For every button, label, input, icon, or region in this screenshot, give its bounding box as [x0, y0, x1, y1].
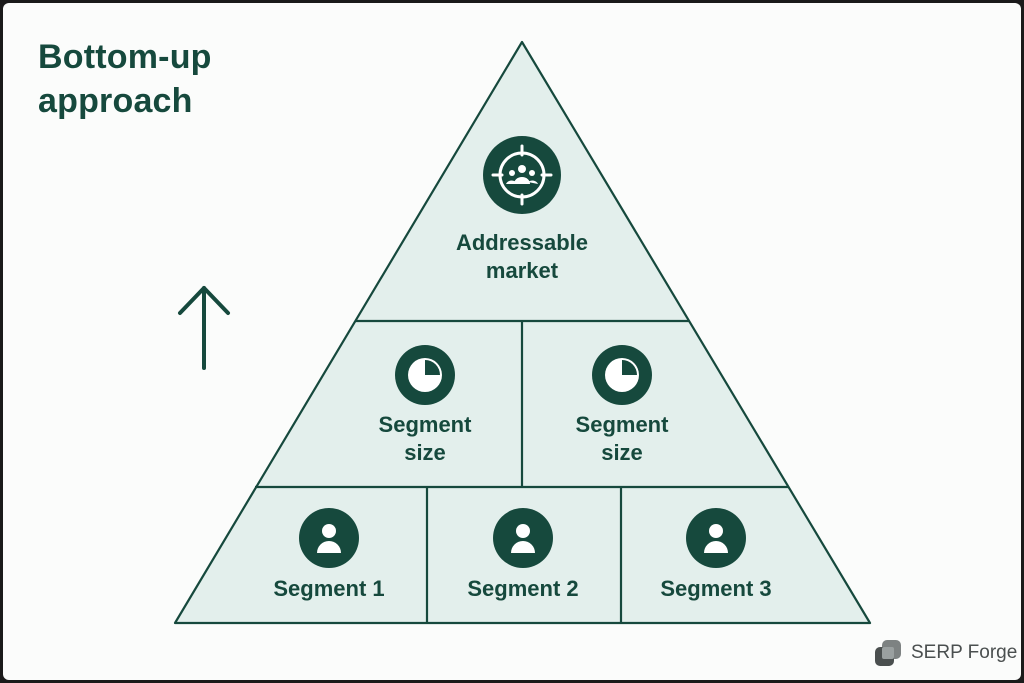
pie-chart-icon [592, 345, 652, 405]
pyramid-diagram [173, 40, 872, 625]
segment-size-label: Segment size [575, 412, 669, 465]
target-group-icon [483, 136, 561, 214]
brand-name: SERP Forge [911, 642, 1018, 663]
arrow-up-icon [178, 286, 230, 370]
addressable-market-label: Addressable market [455, 230, 589, 283]
segment-2-label: Segment 2 [467, 576, 579, 601]
slide-frame: Bottom-up approach [3, 3, 1021, 680]
person-icon [299, 508, 359, 568]
segment-size-label: Segment size [378, 412, 472, 465]
segment-3-label: Segment 3 [660, 576, 772, 601]
segment-1-label: Segment 1 [273, 576, 385, 601]
person-icon [686, 508, 746, 568]
person-icon [493, 508, 553, 568]
serp-forge-logo [875, 640, 901, 666]
brand-watermark: SERP Forge [873, 636, 1017, 670]
pie-chart-icon [395, 345, 455, 405]
page-title: Bottom-up approach [38, 38, 212, 120]
